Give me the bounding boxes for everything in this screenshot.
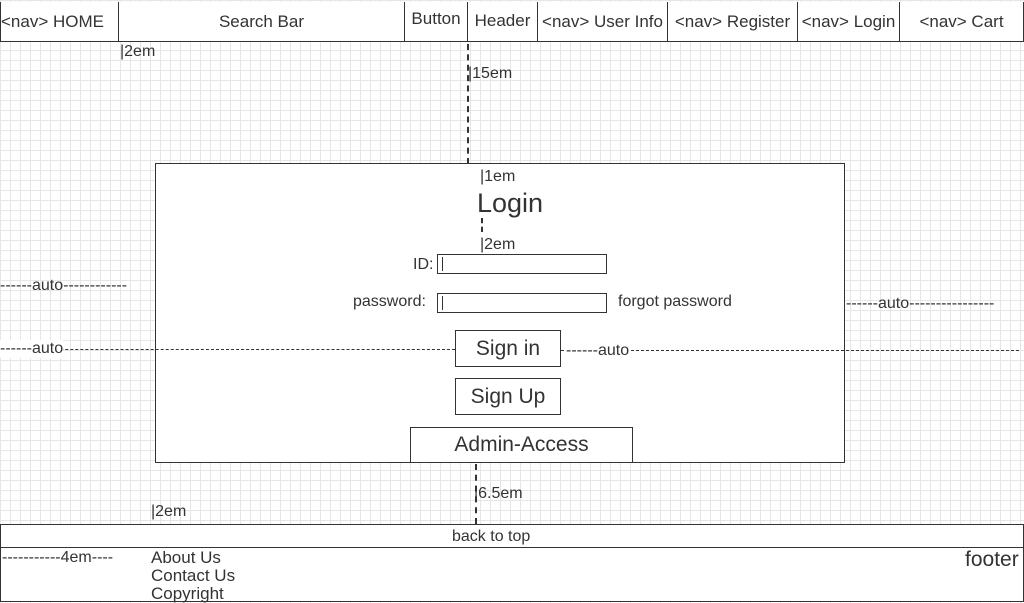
left-auto-annotation-2: ------auto — [0, 340, 64, 358]
nav-gap-annotation: |2em — [120, 43, 156, 60]
title-gap-line — [481, 218, 483, 232]
right-auto-dashed-line — [561, 350, 1019, 351]
nav-button[interactable]: Button — [405, 2, 468, 41]
right-auto-annotation-1: ------auto---------------- — [846, 295, 995, 312]
nav-login-link[interactable]: <nav> Login — [798, 2, 900, 41]
left-auto-annotation-1: ------auto------------ — [0, 277, 128, 294]
footer-gap-annotation: |6.5em — [474, 485, 523, 502]
nav-user-info-link[interactable]: <nav> User Info — [538, 2, 668, 41]
id-label: ID: — [413, 256, 434, 273]
login-top-gap-annotation: |1em — [480, 168, 516, 185]
input-caret — [442, 296, 443, 310]
nav-cart-link[interactable]: <nav> Cart — [900, 2, 1023, 41]
nav-home-link[interactable]: <nav> HOME — [1, 2, 119, 41]
footer-link-copyright[interactable]: Copyright — [151, 584, 224, 603]
footer-link-about[interactable]: About Us — [151, 548, 221, 567]
forgot-password-link[interactable]: forgot password — [618, 293, 732, 310]
search-bar[interactable]: Search Bar — [119, 2, 405, 41]
login-title: Login — [477, 188, 544, 218]
admin-access-button[interactable]: Admin-Access — [410, 427, 633, 463]
back-to-top-link[interactable]: back to top — [452, 528, 531, 545]
id-input[interactable] — [437, 254, 607, 274]
footer-link-contact[interactable]: Contact Us — [151, 566, 236, 585]
left-auto-dashed-line — [0, 349, 455, 350]
nav-register-link[interactable]: <nav> Register — [668, 2, 798, 41]
right-auto-annotation-2: ------auto — [566, 342, 630, 360]
sign-up-button[interactable]: Sign Up — [455, 378, 561, 415]
password-input[interactable] — [437, 293, 607, 313]
header-gap-annotation: |15em — [468, 65, 513, 82]
title-gap-annotation: |2em — [480, 236, 516, 253]
footer-label: footer — [965, 548, 1019, 571]
header-label: Header — [468, 2, 538, 41]
footer-gap-line — [475, 464, 477, 524]
header-dashed-line — [467, 44, 469, 164]
footer-left-gap-annotation: |2em — [151, 503, 187, 520]
footer — [0, 547, 1024, 602]
sign-in-button[interactable]: Sign in — [455, 330, 561, 367]
input-caret — [442, 257, 443, 271]
footer-indent-annotation: -----------4em---- — [2, 549, 114, 566]
password-label: password: — [353, 293, 426, 310]
